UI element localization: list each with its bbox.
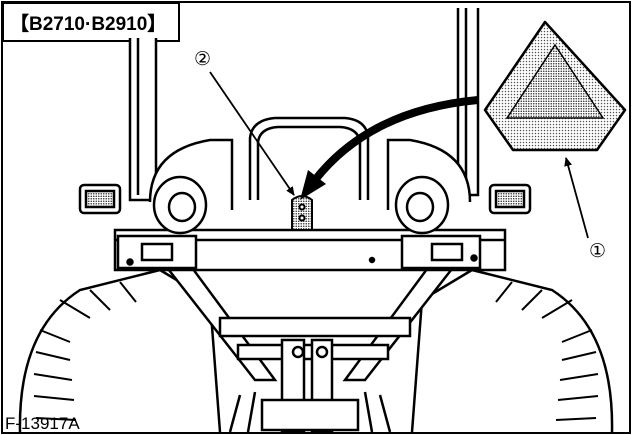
model-label-box: 【B2710·B2910】 <box>2 2 180 42</box>
figure-code: F-13917A <box>5 414 80 433</box>
emblem-bracket <box>291 195 313 231</box>
work-lights <box>78 183 532 215</box>
three-point-hitch <box>228 338 392 434</box>
seat <box>248 116 370 200</box>
leader-1 <box>564 157 589 239</box>
rear-lamps <box>152 175 450 235</box>
rear-bumper <box>113 228 507 272</box>
rear-tires <box>18 268 614 433</box>
lower-frame <box>162 263 458 382</box>
mounting-arrow-head <box>300 170 326 200</box>
model-label: 【B2710·B2910】 <box>10 12 166 35</box>
leader-2 <box>209 71 295 196</box>
smv-emblem <box>483 20 627 152</box>
callout-2: ② <box>194 49 211 70</box>
callout-1: ① <box>589 241 606 262</box>
mounting-arrow <box>311 96 479 183</box>
